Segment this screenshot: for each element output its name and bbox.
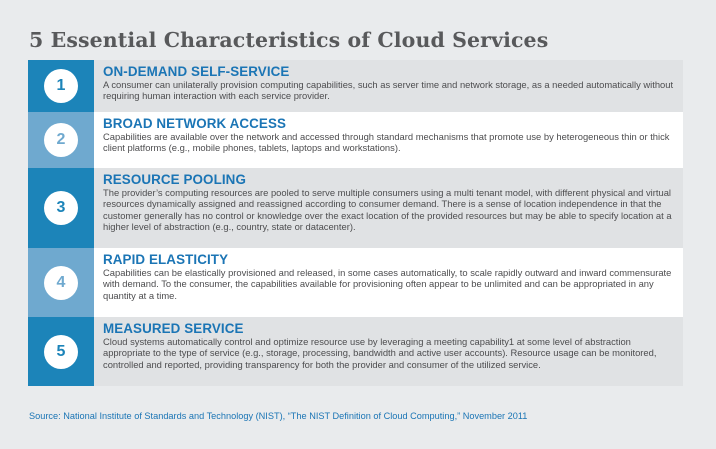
- characteristic-description: Cloud systems automatically control and …: [103, 336, 657, 370]
- source-citation: Source: National Institute of Standards …: [29, 411, 528, 421]
- page-title: 5 Essential Characteristics of Cloud Ser…: [29, 28, 549, 52]
- number-badge: 1: [44, 69, 78, 103]
- characteristic-heading: RESOURCE POOLING: [103, 172, 246, 187]
- characteristic-row-5: 5 MEASURED SERVICE Cloud systems automat…: [28, 317, 683, 386]
- characteristic-description: The provider’s computing resources are p…: [103, 187, 672, 233]
- characteristic-description: Capabilities are available over the netw…: [103, 131, 670, 154]
- number-cell: 2: [28, 112, 94, 168]
- characteristic-heading: MEASURED SERVICE: [103, 321, 244, 336]
- characteristic-description: A consumer can unilaterally provision co…: [103, 79, 674, 102]
- characteristic-row-3: 3 RESOURCE POOLING The provider’s comput…: [28, 168, 683, 248]
- characteristic-heading: RAPID ELASTICITY: [103, 252, 229, 267]
- number-badge: 3: [44, 191, 78, 225]
- number-badge: 2: [44, 123, 78, 157]
- number-badge: 5: [44, 334, 78, 369]
- number-cell: 5: [28, 317, 94, 386]
- number-cell: 3: [28, 168, 94, 248]
- number-badge: 4: [44, 265, 78, 300]
- text-cell: ON-DEMAND SELF-SERVICE A consumer can un…: [94, 60, 683, 112]
- number-cell: 1: [28, 60, 94, 112]
- text-cell: BROAD NETWORK ACCESS Capabilities are av…: [94, 112, 683, 168]
- number-cell: 4: [28, 248, 94, 317]
- characteristic-row-1: 1 ON-DEMAND SELF-SERVICE A consumer can …: [28, 60, 683, 112]
- characteristic-heading: ON-DEMAND SELF-SERVICE: [103, 64, 290, 79]
- characteristic-description: Capabilities can be elastically provisio…: [103, 267, 672, 301]
- text-cell: MEASURED SERVICE Cloud systems automatic…: [94, 317, 683, 386]
- characteristic-heading: BROAD NETWORK ACCESS: [103, 116, 287, 131]
- text-cell: RAPID ELASTICITY Capabilities can be ela…: [94, 248, 683, 317]
- text-cell: RESOURCE POOLING The provider’s computin…: [94, 168, 683, 248]
- characteristic-row-2: 2 BROAD NETWORK ACCESS Capabilities are …: [28, 112, 683, 168]
- characteristic-row-4: 4 RAPID ELASTICITY Capabilities can be e…: [28, 248, 683, 317]
